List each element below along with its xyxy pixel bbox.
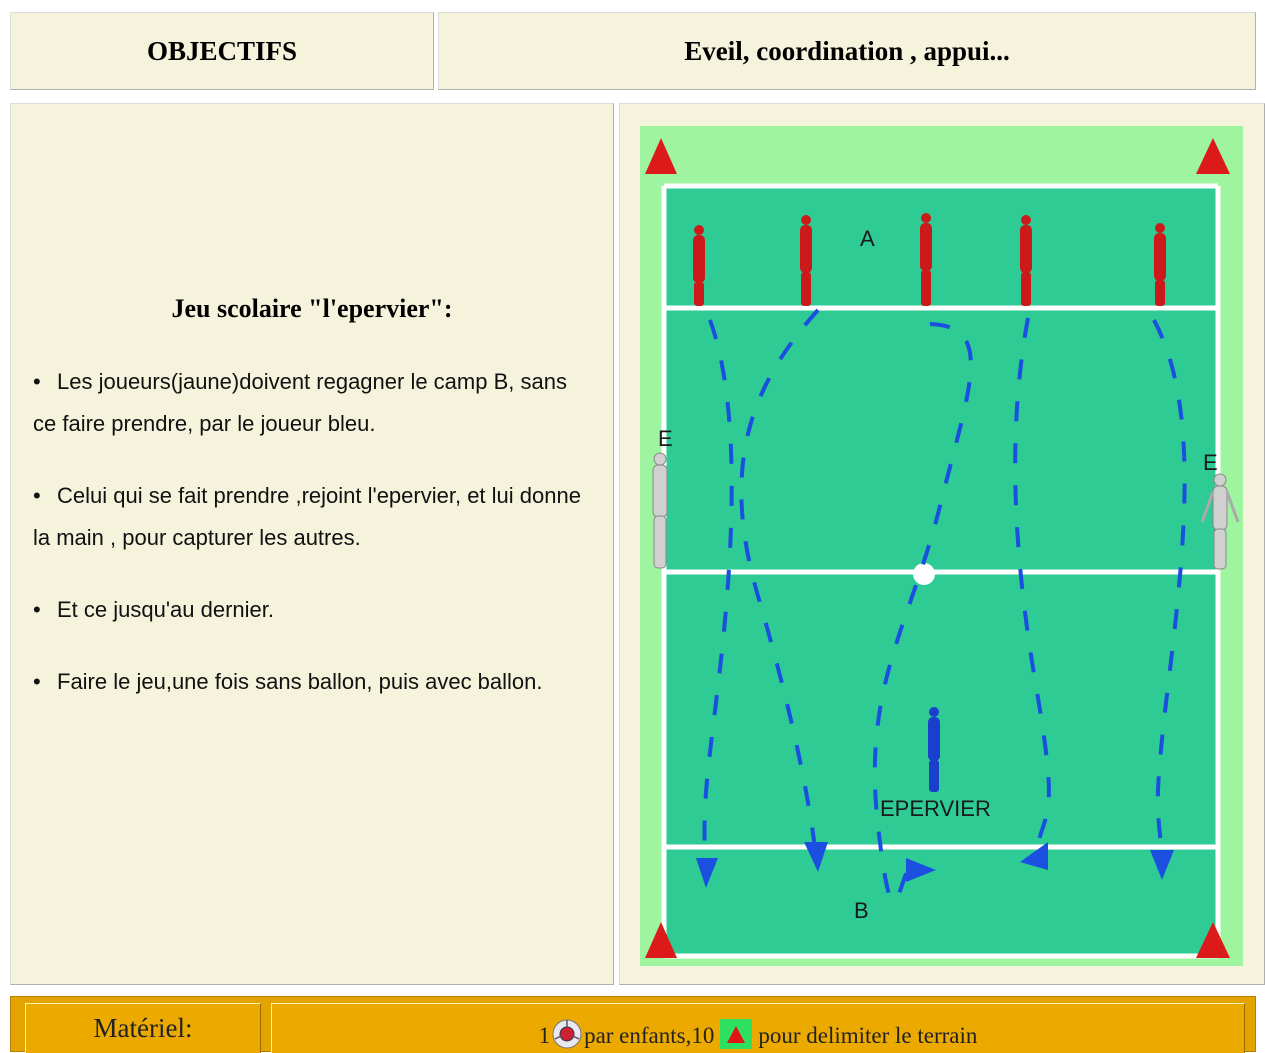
bullet-icon: • <box>33 483 41 508</box>
objectives-label-cell: OBJECTIFS <box>10 12 434 90</box>
catcher-player <box>928 707 940 792</box>
arrow-heads <box>696 842 1174 888</box>
rule-item: •Celui qui se fait prendre ,rejoint l'ep… <box>33 475 593 559</box>
arrowhead <box>906 858 936 882</box>
camp-a-label: A <box>860 226 875 251</box>
objectives-value-cell: Eveil, coordination , appui... <box>438 12 1256 90</box>
camp-b-label: B <box>854 898 869 923</box>
cone-bottom-left <box>645 922 677 958</box>
purpose-text: pour delimiter le terrain <box>758 1023 978 1048</box>
attacker-player <box>693 225 705 306</box>
arrowhead <box>1020 842 1048 870</box>
right-e-label: E <box>1203 450 1218 475</box>
sideline-player-left <box>652 452 668 569</box>
arrow-path <box>1152 319 1187 867</box>
field-diagram-panel: A B E E EPERVIER <box>619 103 1265 985</box>
cone-icon <box>720 1019 753 1049</box>
rules-panel: Jeu scolaire "l'epervier": •Les joueurs(… <box>10 103 614 985</box>
left-e-label: E <box>658 426 673 451</box>
arrow-path <box>739 308 820 857</box>
rule-text: Celui qui se fait prendre ,rejoint l'epe… <box>33 483 581 550</box>
center-spot <box>913 563 935 585</box>
catcher-label: EPERVIER <box>880 796 991 821</box>
ball-count: 1 <box>538 1023 551 1048</box>
field-diagram: A B E E EPERVIER <box>640 126 1243 966</box>
cone-top-left <box>645 138 677 174</box>
rule-item: •Les joueurs(jaune)doivent regagner le c… <box>33 361 593 445</box>
material-value: 1 par enfants,10 pour delimiter le terra… <box>271 1003 1245 1053</box>
objectives-label: OBJECTIFS <box>146 35 298 66</box>
arrow-path <box>1013 317 1051 857</box>
objectives-value: Eveil, coordination , appui... <box>684 35 1010 66</box>
material-label: Matériel: <box>25 1003 261 1053</box>
rule-text: Et ce jusqu'au dernier. <box>57 597 275 622</box>
arrowhead <box>1150 850 1174 880</box>
arrowhead <box>696 858 718 888</box>
rule-item: • Et ce jusqu'au dernier. <box>33 589 593 631</box>
rule-text: Faire le jeu,une fois sans ballon, puis … <box>57 669 543 694</box>
cone-top-right <box>1196 138 1230 174</box>
bullet-icon: • <box>33 597 41 622</box>
arrow-path <box>702 319 734 879</box>
rule-text: Les joueurs(jaune)doivent regagner le ca… <box>33 369 567 436</box>
per-children-text: par enfants,10 <box>584 1023 715 1048</box>
attacker-player <box>920 213 932 306</box>
cone-bottom-right <box>1196 922 1230 958</box>
soccer-ball-icon <box>552 1019 582 1049</box>
material-bar: Matériel: 1 par enfants,10 pour delimite… <box>10 996 1256 1053</box>
game-title: Jeu scolaire "l'epervier": <box>171 294 453 323</box>
attacker-player <box>800 215 812 306</box>
arrowhead <box>804 842 828 872</box>
rules-list: •Les joueurs(jaune)doivent regagner le c… <box>33 361 593 733</box>
bullet-icon: • <box>33 669 41 694</box>
attacker-player <box>1154 223 1166 306</box>
bullet-icon: • <box>33 369 41 394</box>
sideline-player-right <box>1200 473 1240 570</box>
attacker-player <box>1020 215 1032 306</box>
rule-item: • Faire le jeu,une fois sans ballon, puis… <box>33 661 593 703</box>
movement-arrows <box>702 308 1187 904</box>
